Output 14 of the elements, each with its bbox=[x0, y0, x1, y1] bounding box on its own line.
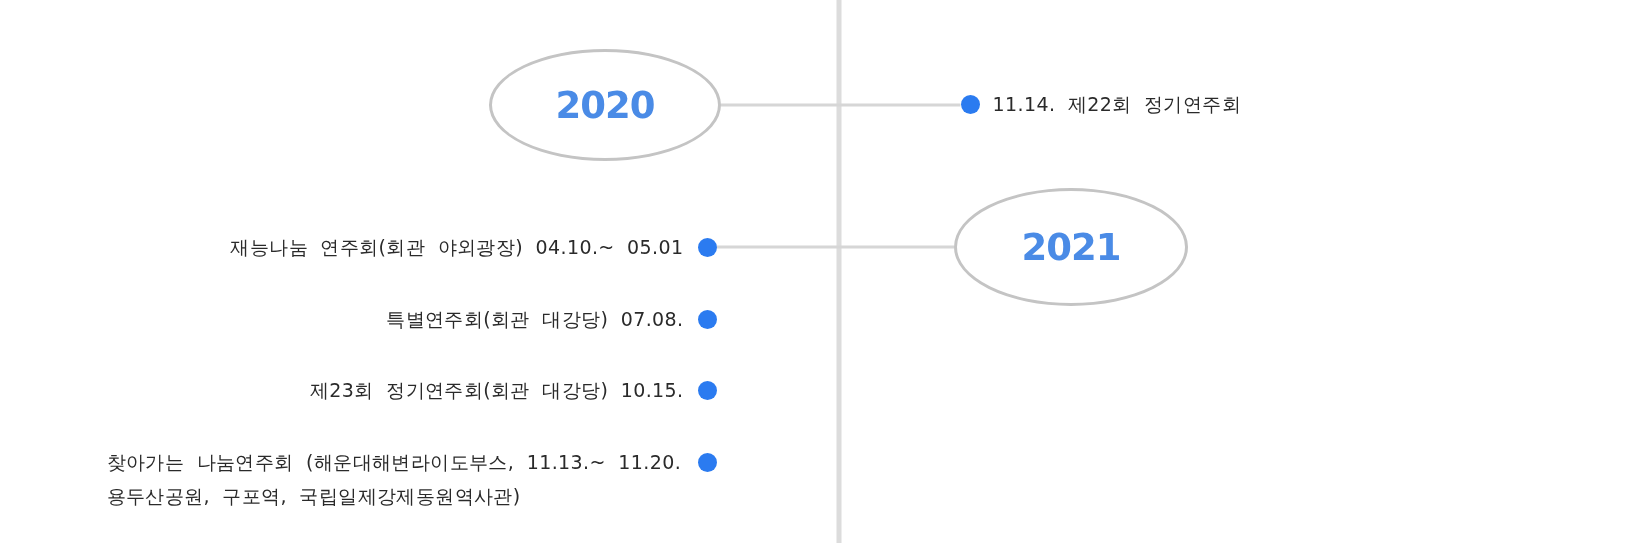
event-text: 특별연주회(회관 대강당) 07.08. bbox=[386, 307, 684, 332]
event-text: 재능나눔 연주회(회관 야외광장) 04.10.~ 05.01 bbox=[230, 235, 684, 260]
event-text: 11.14. 제22회 정기연주회 bbox=[992, 92, 1241, 117]
year-label: 2020 bbox=[555, 86, 655, 124]
year-label: 2021 bbox=[1021, 228, 1121, 266]
connector-line bbox=[716, 245, 954, 249]
timeline-dot bbox=[697, 309, 717, 329]
timeline-dot bbox=[697, 452, 717, 472]
event-text: 제23회 정기연주회(회관 대강당) 10.15. bbox=[309, 378, 684, 403]
event-text: 찾아가는 나눔연주회 (해운대해변라이도부스, 11.13.~ 11.20. 용두산공원, 구포역, 국립일제강제동원역사관) bbox=[106, 450, 683, 509]
timeline-dot bbox=[960, 94, 980, 114]
connector-line bbox=[721, 103, 961, 107]
timeline-dot bbox=[697, 237, 717, 257]
timeline-dot bbox=[697, 380, 717, 400]
